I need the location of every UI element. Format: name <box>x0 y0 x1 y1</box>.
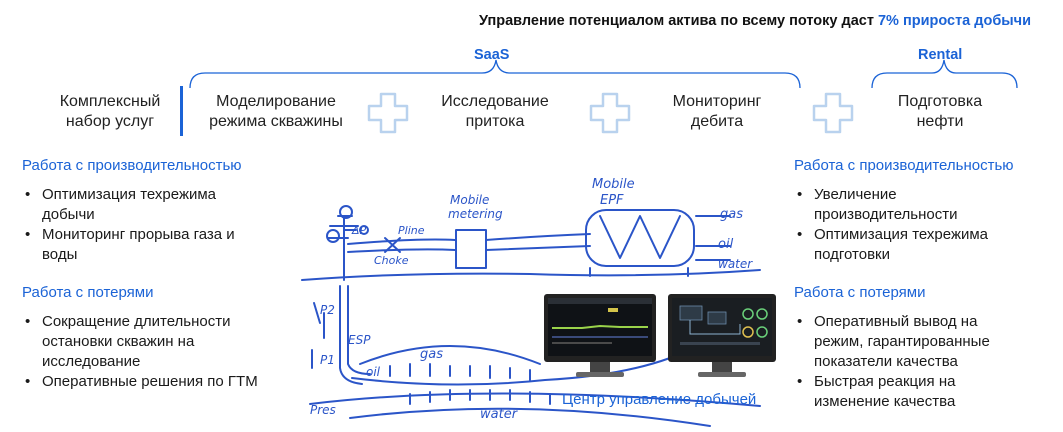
gas-label: gas <box>420 347 443 362</box>
service-divider <box>180 86 183 136</box>
service-research: Исследование притока <box>420 92 570 132</box>
water-top-label: water <box>718 257 753 271</box>
monitor-icon <box>544 294 656 377</box>
plus-icon <box>589 92 631 134</box>
pline-label: Pline <box>398 224 425 237</box>
choke-valve <box>384 237 401 253</box>
mobile-metering-line2: metering <box>448 207 503 221</box>
wellhead <box>327 215 359 281</box>
water-label: water <box>480 407 519 422</box>
service-monitoring-line2: дебита <box>690 113 744 130</box>
list-item: Сокращение длительности остановки скважи… <box>22 312 262 372</box>
rental-brace <box>871 59 1018 89</box>
service-preparation: Подготовка нефти <box>870 92 1010 132</box>
plus-icon <box>812 92 854 134</box>
headline: Управление потенциалом актива по всему п… <box>479 13 1031 29</box>
service-complex-line2: набор услуг <box>65 113 155 130</box>
epf-separator <box>585 209 695 267</box>
plus-icon <box>367 92 409 134</box>
service-preparation-line1: Подготовка <box>897 93 983 110</box>
left-loss-list: Сокращение длительности остановки скважи… <box>22 312 262 392</box>
list-item: Увеличение производительности <box>794 185 1034 225</box>
list-item: Оптимизация техрежима добычи <box>22 185 262 225</box>
list-item: Оптимизация техрежима подготовки <box>794 225 1034 265</box>
mobile-epf-line1: Mobile <box>592 177 635 192</box>
monitor-icon <box>668 294 776 377</box>
p2-label: P2 <box>320 303 335 317</box>
list-item: Мониторинг прорыва газа и воды <box>22 225 262 265</box>
service-modeling-line2: режима скважины <box>209 113 343 130</box>
reservoir-top <box>351 345 671 386</box>
water-layer <box>309 392 761 427</box>
oil-layer-label: oil <box>366 365 381 379</box>
list-item: Быстрая реакция на изменение качества <box>794 372 1029 412</box>
right-perf-title: Работа с производительностью <box>794 157 1014 174</box>
saas-brace <box>189 59 801 89</box>
choke-label: Choke <box>374 254 409 267</box>
headline-highlight: 7% прироста добычи <box>877 13 1031 29</box>
mobile-metering-line1: Mobile <box>450 193 489 207</box>
right-loss-list: Оперативный вывод на режим, гарантирован… <box>794 312 1029 412</box>
headline-text: Управление потенциалом актива по всему п… <box>478 13 878 29</box>
service-preparation-line2: нефти <box>916 113 964 130</box>
service-complex: Комплексный набор услуг <box>40 92 180 132</box>
list-item: Оперативный вывод на режим, гарантирован… <box>794 312 1029 372</box>
right-loss-title: Работа с потерями <box>794 284 926 301</box>
metering-box <box>455 229 487 269</box>
service-research-line1: Исследование <box>441 93 549 110</box>
list-item: Оперативные решения по ГТМ <box>22 372 262 392</box>
saas-label: SaaS <box>474 47 510 63</box>
left-loss-title: Работа с потерями <box>22 284 154 301</box>
ap-label: ΔP <box>351 224 367 237</box>
gauge-icon <box>339 205 353 219</box>
service-monitoring-line1: Мониторинг <box>672 93 762 110</box>
service-research-line2: притока <box>465 113 525 130</box>
service-complex-line1: Комплексный <box>59 93 161 110</box>
control-center-label: Центр управление добычей <box>562 391 757 408</box>
gas-top-label: gas <box>720 207 743 222</box>
service-modeling-line1: Моделирование <box>216 93 336 110</box>
well-sketch: Mobile metering Mobile EPF gas oil water… <box>301 177 761 427</box>
wellbore <box>339 285 371 385</box>
oil-label: oil <box>718 237 734 252</box>
pres-label: Pres <box>310 403 336 417</box>
service-modeling: Моделирование режима скважины <box>196 92 356 132</box>
right-perf-list: Увеличение производительности Оптимизаци… <box>794 185 1034 265</box>
left-perf-title: Работа с производительностью <box>22 157 242 174</box>
ground-line <box>301 269 761 281</box>
mobile-epf-line2: EPF <box>600 193 624 208</box>
service-monitoring: Мониторинг дебита <box>642 92 792 132</box>
monitors-image <box>544 294 776 377</box>
rental-label: Rental <box>918 47 963 63</box>
left-perf-list: Оптимизация техрежима добычи Мониторинг … <box>22 185 262 265</box>
esp-label: ESP <box>348 333 371 347</box>
flowline <box>347 238 456 253</box>
gauge-icon <box>326 229 340 243</box>
p1-label: P1 <box>320 353 335 367</box>
